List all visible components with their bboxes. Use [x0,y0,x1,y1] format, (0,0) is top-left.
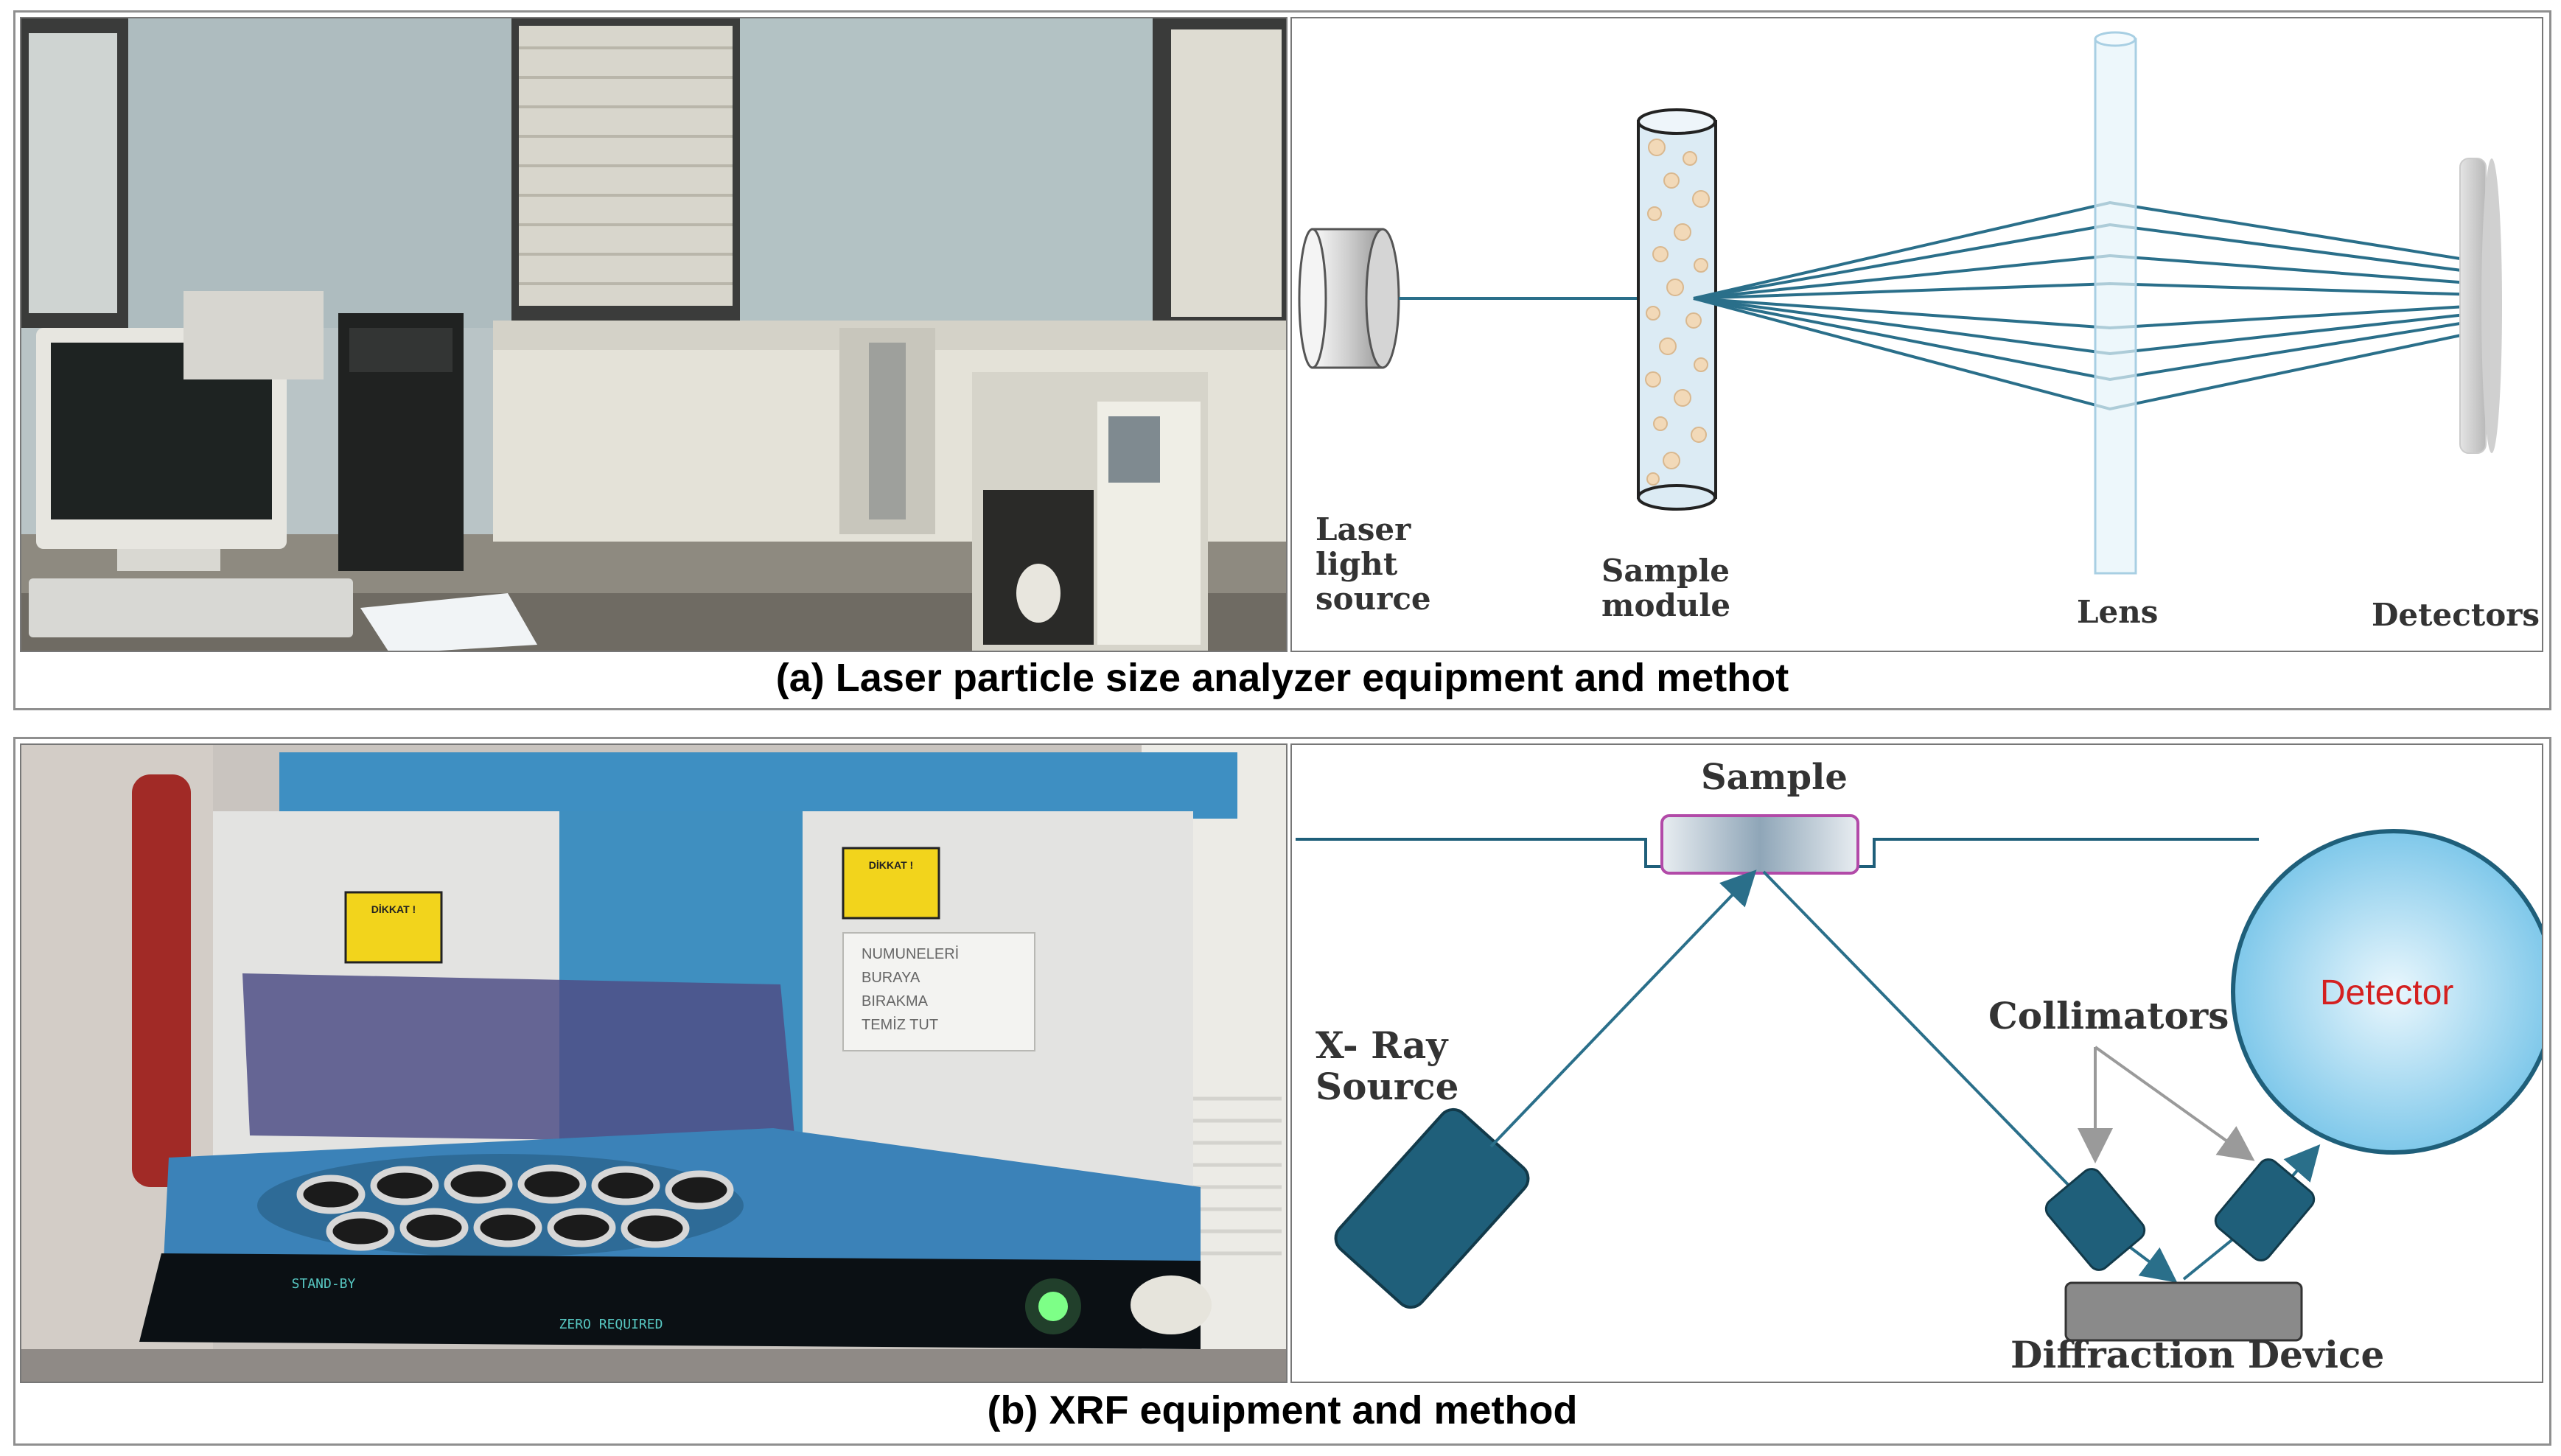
sample-holder-right [1824,838,2259,868]
warning-sign-text-1: DİKKAT ! [371,903,416,915]
display-left-text: STAND-BY [292,1276,356,1292]
svg-text:NUMUNELERİ: NUMUNELERİ [862,945,959,962]
caption-a: (a) Laser particle size analyzer equipme… [775,656,1789,700]
xrf-equipment-photo: DİKKAT ! DİKKAT ! NUMUNELERİ BURAYA BIRA… [20,743,1288,1383]
lens-shape [2094,31,2137,575]
svg-text:BIRAKMA: BIRAKMA [862,993,929,1009]
collimator-right [2214,1158,2316,1261]
scattered-beams [1693,200,2479,411]
warning-sign-text-2: DİKKAT ! [869,859,913,871]
lens-label: Lens [2077,594,2159,630]
collimators-label: Collimators [1988,994,2229,1037]
laser-source-shape [1298,228,1400,369]
laser-analyzer-photo [20,17,1288,652]
collimator-left [2044,1168,2146,1271]
xrf-method-diagram: Sample X- Ray Source Collimators Detecto… [1290,743,2543,1383]
xray-source-label: X- Ray Source [1316,1023,1459,1108]
diffraction-device-label: Diffraction Device [2010,1333,2385,1376]
detectors-label: Detectors [2372,597,2540,633]
panel-b: DİKKAT ! DİKKAT ! NUMUNELERİ BURAYA BIRA… [13,737,2551,1446]
xray-source-shape [1334,1107,1530,1309]
diffraction-device-shape [2064,1281,2303,1342]
sample-module-label: Sample module [1601,553,1731,624]
sample-holder-left [1296,838,1696,868]
sample-shape [1660,814,1859,875]
laser-method-diagram: Laser light source Sample module Lens De… [1290,17,2543,652]
svg-text:TEMİZ TUT: TEMİZ TUT [862,1016,938,1033]
sample-label: Sample [1701,757,1848,798]
note-paper-text: NUMUNELERİ BURAYA BIRAKMA TEMİZ TUT [862,945,959,1033]
svg-text:BURAYA: BURAYA [862,970,920,986]
laser-source-label: Laser light source [1316,511,1431,617]
detector-label: Detector [2320,973,2454,1012]
display-right-text: ZERO REQUIRED [559,1317,663,1332]
detectors-shape [2459,158,2502,454]
panel-a: Laser light source Sample module Lens De… [13,10,2551,710]
caption-b: (b) XRF equipment and method [987,1388,1578,1432]
detector-shape [2231,829,2542,1155]
sample-module-tube [1637,108,1717,511]
